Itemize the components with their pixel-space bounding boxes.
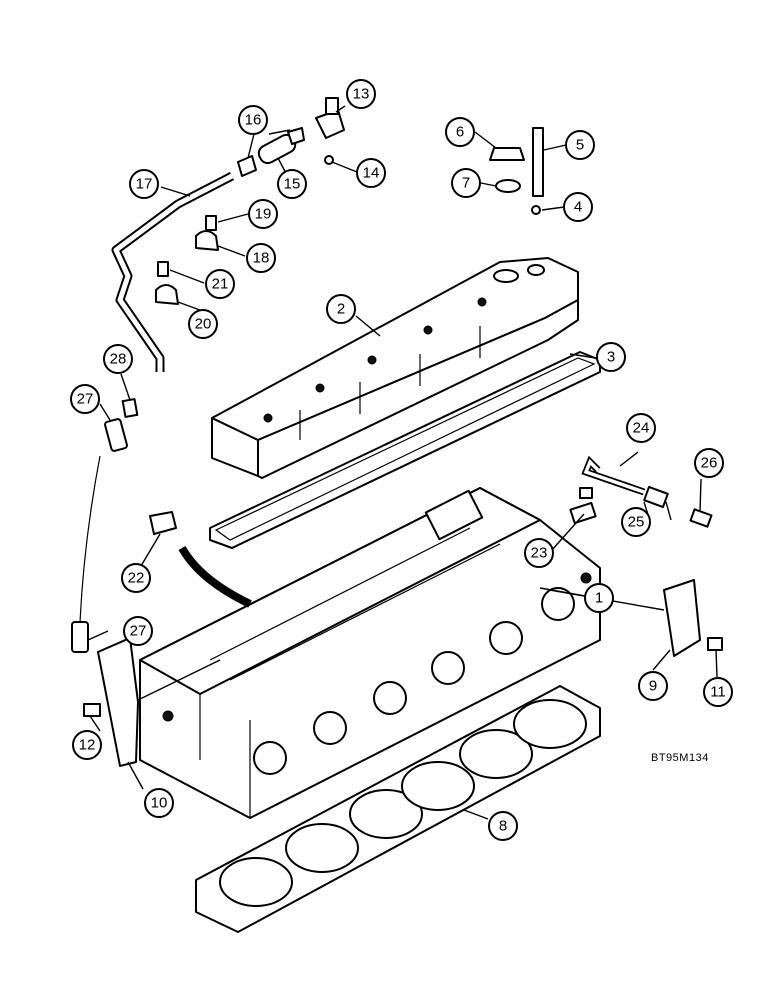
svg-text:11: 11 bbox=[710, 684, 726, 701]
svg-text:4: 4 bbox=[574, 199, 582, 216]
callout-23: 23 bbox=[524, 538, 554, 568]
callout-3: 3 bbox=[596, 342, 626, 372]
fitting bbox=[121, 398, 139, 418]
screw bbox=[205, 215, 217, 231]
svg-text:6: 6 bbox=[456, 124, 464, 141]
breather-valve bbox=[315, 97, 345, 139]
svg-text:5: 5 bbox=[576, 137, 584, 154]
svg-text:9: 9 bbox=[649, 678, 657, 695]
svg-text:17: 17 bbox=[136, 176, 153, 193]
callout-16: 16 bbox=[238, 105, 268, 135]
svg-text:3: 3 bbox=[607, 349, 615, 366]
callout-9: 9 bbox=[638, 671, 668, 701]
figure-reference-code: BT95M134 bbox=[651, 752, 709, 764]
callout-26: 26 bbox=[694, 448, 724, 478]
valve-cover bbox=[211, 257, 579, 479]
svg-text:24: 24 bbox=[633, 420, 650, 437]
callout-25: 25 bbox=[621, 507, 651, 537]
callout-15: 15 bbox=[277, 169, 307, 199]
callout-13: 13 bbox=[346, 79, 376, 109]
tube bbox=[104, 418, 128, 452]
svg-text:27: 27 bbox=[77, 391, 94, 408]
callout-19: 19 bbox=[248, 199, 278, 229]
leader-lines bbox=[87, 105, 718, 820]
lifting-bracket bbox=[97, 637, 139, 767]
screw bbox=[157, 261, 169, 277]
svg-text:19: 19 bbox=[255, 206, 272, 223]
svg-text:1: 1 bbox=[595, 590, 603, 607]
bolt bbox=[707, 637, 723, 651]
o-ring bbox=[324, 155, 334, 165]
callout-17: 17 bbox=[129, 169, 159, 199]
svg-text:18: 18 bbox=[253, 250, 270, 267]
clip bbox=[195, 230, 219, 251]
callout-8: 8 bbox=[488, 811, 518, 841]
svg-text:7: 7 bbox=[462, 175, 470, 192]
fitting bbox=[579, 487, 593, 499]
valve-cover-gasket bbox=[209, 351, 601, 549]
svg-text:10: 10 bbox=[151, 795, 168, 812]
callout-6: 6 bbox=[445, 117, 475, 147]
callout-7: 7 bbox=[451, 168, 481, 198]
clip bbox=[155, 284, 179, 305]
svg-text:2: 2 bbox=[337, 301, 345, 318]
assembly-arrow bbox=[178, 545, 252, 608]
svg-text:16: 16 bbox=[245, 112, 262, 129]
bolt bbox=[83, 703, 101, 717]
callout-12: 12 bbox=[72, 730, 102, 760]
filler-cap bbox=[489, 147, 525, 161]
callout-24: 24 bbox=[626, 413, 656, 443]
stud bbox=[532, 127, 544, 197]
plug bbox=[149, 511, 177, 535]
tube bbox=[71, 621, 89, 653]
fitting bbox=[569, 501, 597, 525]
tube bbox=[79, 455, 101, 623]
lifting-bracket bbox=[663, 579, 701, 657]
svg-text:23: 23 bbox=[531, 545, 548, 562]
callout-11: 11 bbox=[703, 677, 733, 707]
svg-text:22: 22 bbox=[128, 570, 145, 587]
svg-text:27: 27 bbox=[130, 623, 147, 640]
callout-18: 18 bbox=[246, 243, 276, 273]
svg-text:28: 28 bbox=[110, 351, 127, 368]
svg-text:25: 25 bbox=[628, 514, 645, 531]
callout-2: 2 bbox=[326, 294, 356, 324]
cylinder-head bbox=[139, 487, 601, 819]
o-ring bbox=[531, 205, 541, 215]
fitting bbox=[643, 486, 669, 508]
callout-27: 27 bbox=[70, 384, 100, 414]
callout-21: 21 bbox=[205, 269, 235, 299]
fitting bbox=[689, 508, 713, 528]
callout-22: 22 bbox=[121, 563, 151, 593]
washer bbox=[495, 179, 521, 193]
callout-5: 5 bbox=[565, 130, 595, 160]
svg-text:26: 26 bbox=[701, 455, 718, 472]
callout-20: 20 bbox=[188, 309, 218, 339]
callout-14: 14 bbox=[356, 158, 386, 188]
callout-4: 4 bbox=[563, 192, 593, 222]
svg-text:21: 21 bbox=[212, 276, 229, 293]
svg-text:8: 8 bbox=[499, 818, 507, 835]
callout-27: 27 bbox=[123, 616, 153, 646]
callout-10: 10 bbox=[144, 788, 174, 818]
svg-text:20: 20 bbox=[195, 316, 212, 333]
callout-28: 28 bbox=[103, 344, 133, 374]
head-gasket bbox=[195, 685, 601, 933]
svg-text:13: 13 bbox=[353, 86, 370, 103]
svg-text:15: 15 bbox=[284, 176, 301, 193]
hose-clamp bbox=[287, 127, 305, 145]
svg-text:12: 12 bbox=[79, 737, 96, 754]
callout-1: 1 bbox=[584, 583, 614, 613]
svg-text:14: 14 bbox=[363, 165, 380, 182]
hose-clamp bbox=[237, 155, 257, 177]
